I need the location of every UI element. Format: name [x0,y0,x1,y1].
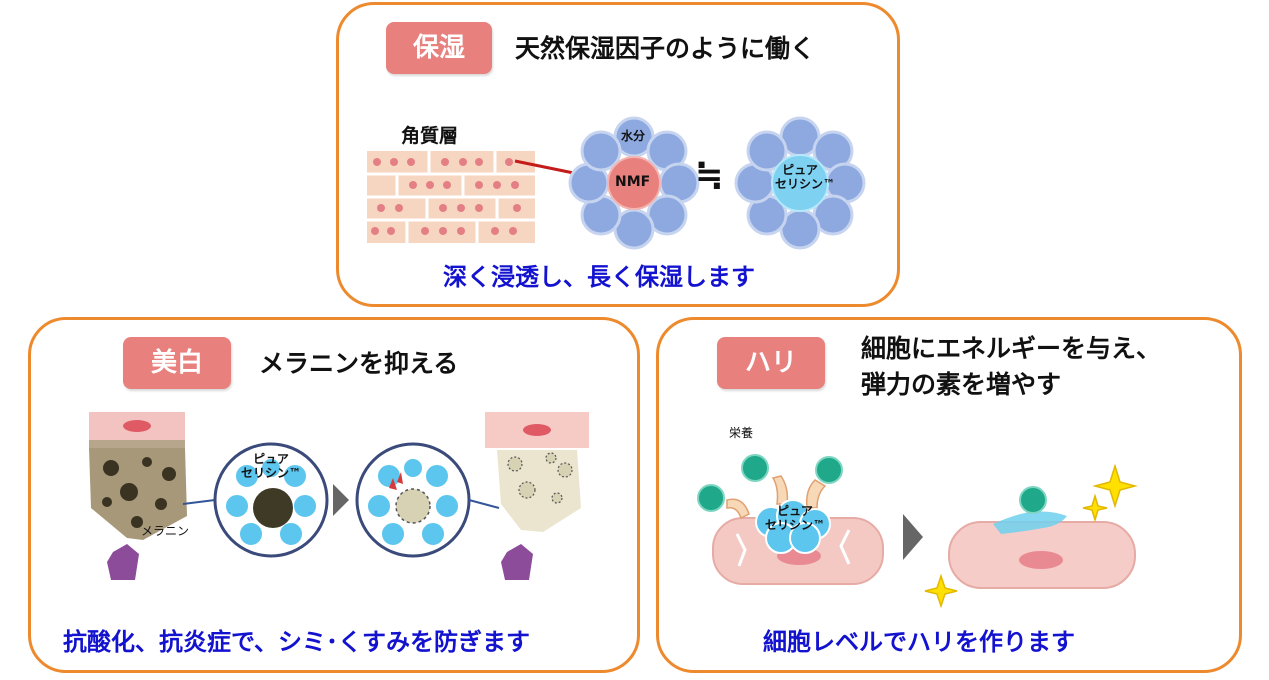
firmness-panel: ハリ 細胞にエネルギーを与え、 弾力の素を増やす 栄養 ピュア セリシン™ [656,317,1242,673]
nmf-label: NMF [615,174,651,190]
pure-line2: セリシン™ [765,518,826,532]
nmf-cluster-illustration [568,116,700,250]
melanin-suppressed-magnifier [355,442,500,558]
moisture-badge: 保湿 [386,22,492,74]
sericin-cluster-illustration [734,116,866,250]
pure-sericin-label-left: ピュア セリシン™ [241,452,301,480]
firmness-caption: 細胞レベルでハリを作ります [763,628,1075,656]
whitening-badge: 美白 [123,337,231,389]
whitening-panel: 美白 メラニンを抑える メラニン ピュア セリシン™ [28,317,640,673]
pure-line2: セリシン™ [241,466,302,480]
whitening-heading: メラニンを抑える [259,349,459,378]
nutrition-label: 栄養 [729,426,754,440]
pure-sericin-label-top: ピュア セリシン™ [775,163,836,191]
sparkle-icon [924,463,1138,609]
pure-line2: セリシン™ [775,177,836,191]
firmness-heading-line2: 弾力の素を増やす [861,370,1062,399]
melanin-label: メラニン [141,524,190,538]
approx-equal-symbol: ≒ [695,155,724,195]
whitening-caption: 抗酸化、抗炎症で、シミ･くすみを防ぎます [63,628,531,656]
water-label: 水分 [621,129,646,143]
moisture-heading: 天然保湿因子のように働く [515,34,816,63]
arrow-right-icon [333,484,349,516]
arrow-right-icon [903,514,923,560]
firmness-heading-line1: 細胞にエネルギーを与え、 [861,334,1162,363]
pure-line1: ピュア [782,163,818,177]
moisture-caption: 深く浸透し、長く保湿します [443,263,755,291]
moisture-panel: 保湿 天然保湿因子のように働く 角質層 [336,2,900,307]
melanin-magnifier-illustration [182,442,329,558]
pure-sericin-label-right: ピュア セリシン™ [765,504,825,532]
clear-skin-illustration [485,412,589,580]
cell-nutrition-illustration [697,454,884,585]
energized-cell-illustration [924,463,1138,609]
firmness-badge: ハリ [717,337,825,389]
melanin-skin-illustration [89,412,187,580]
stratum-label: 角質層 [401,125,459,147]
pure-line1: ピュア [777,504,813,518]
stratum-corneum-illustration [367,151,535,243]
pure-line1: ピュア [253,452,289,466]
